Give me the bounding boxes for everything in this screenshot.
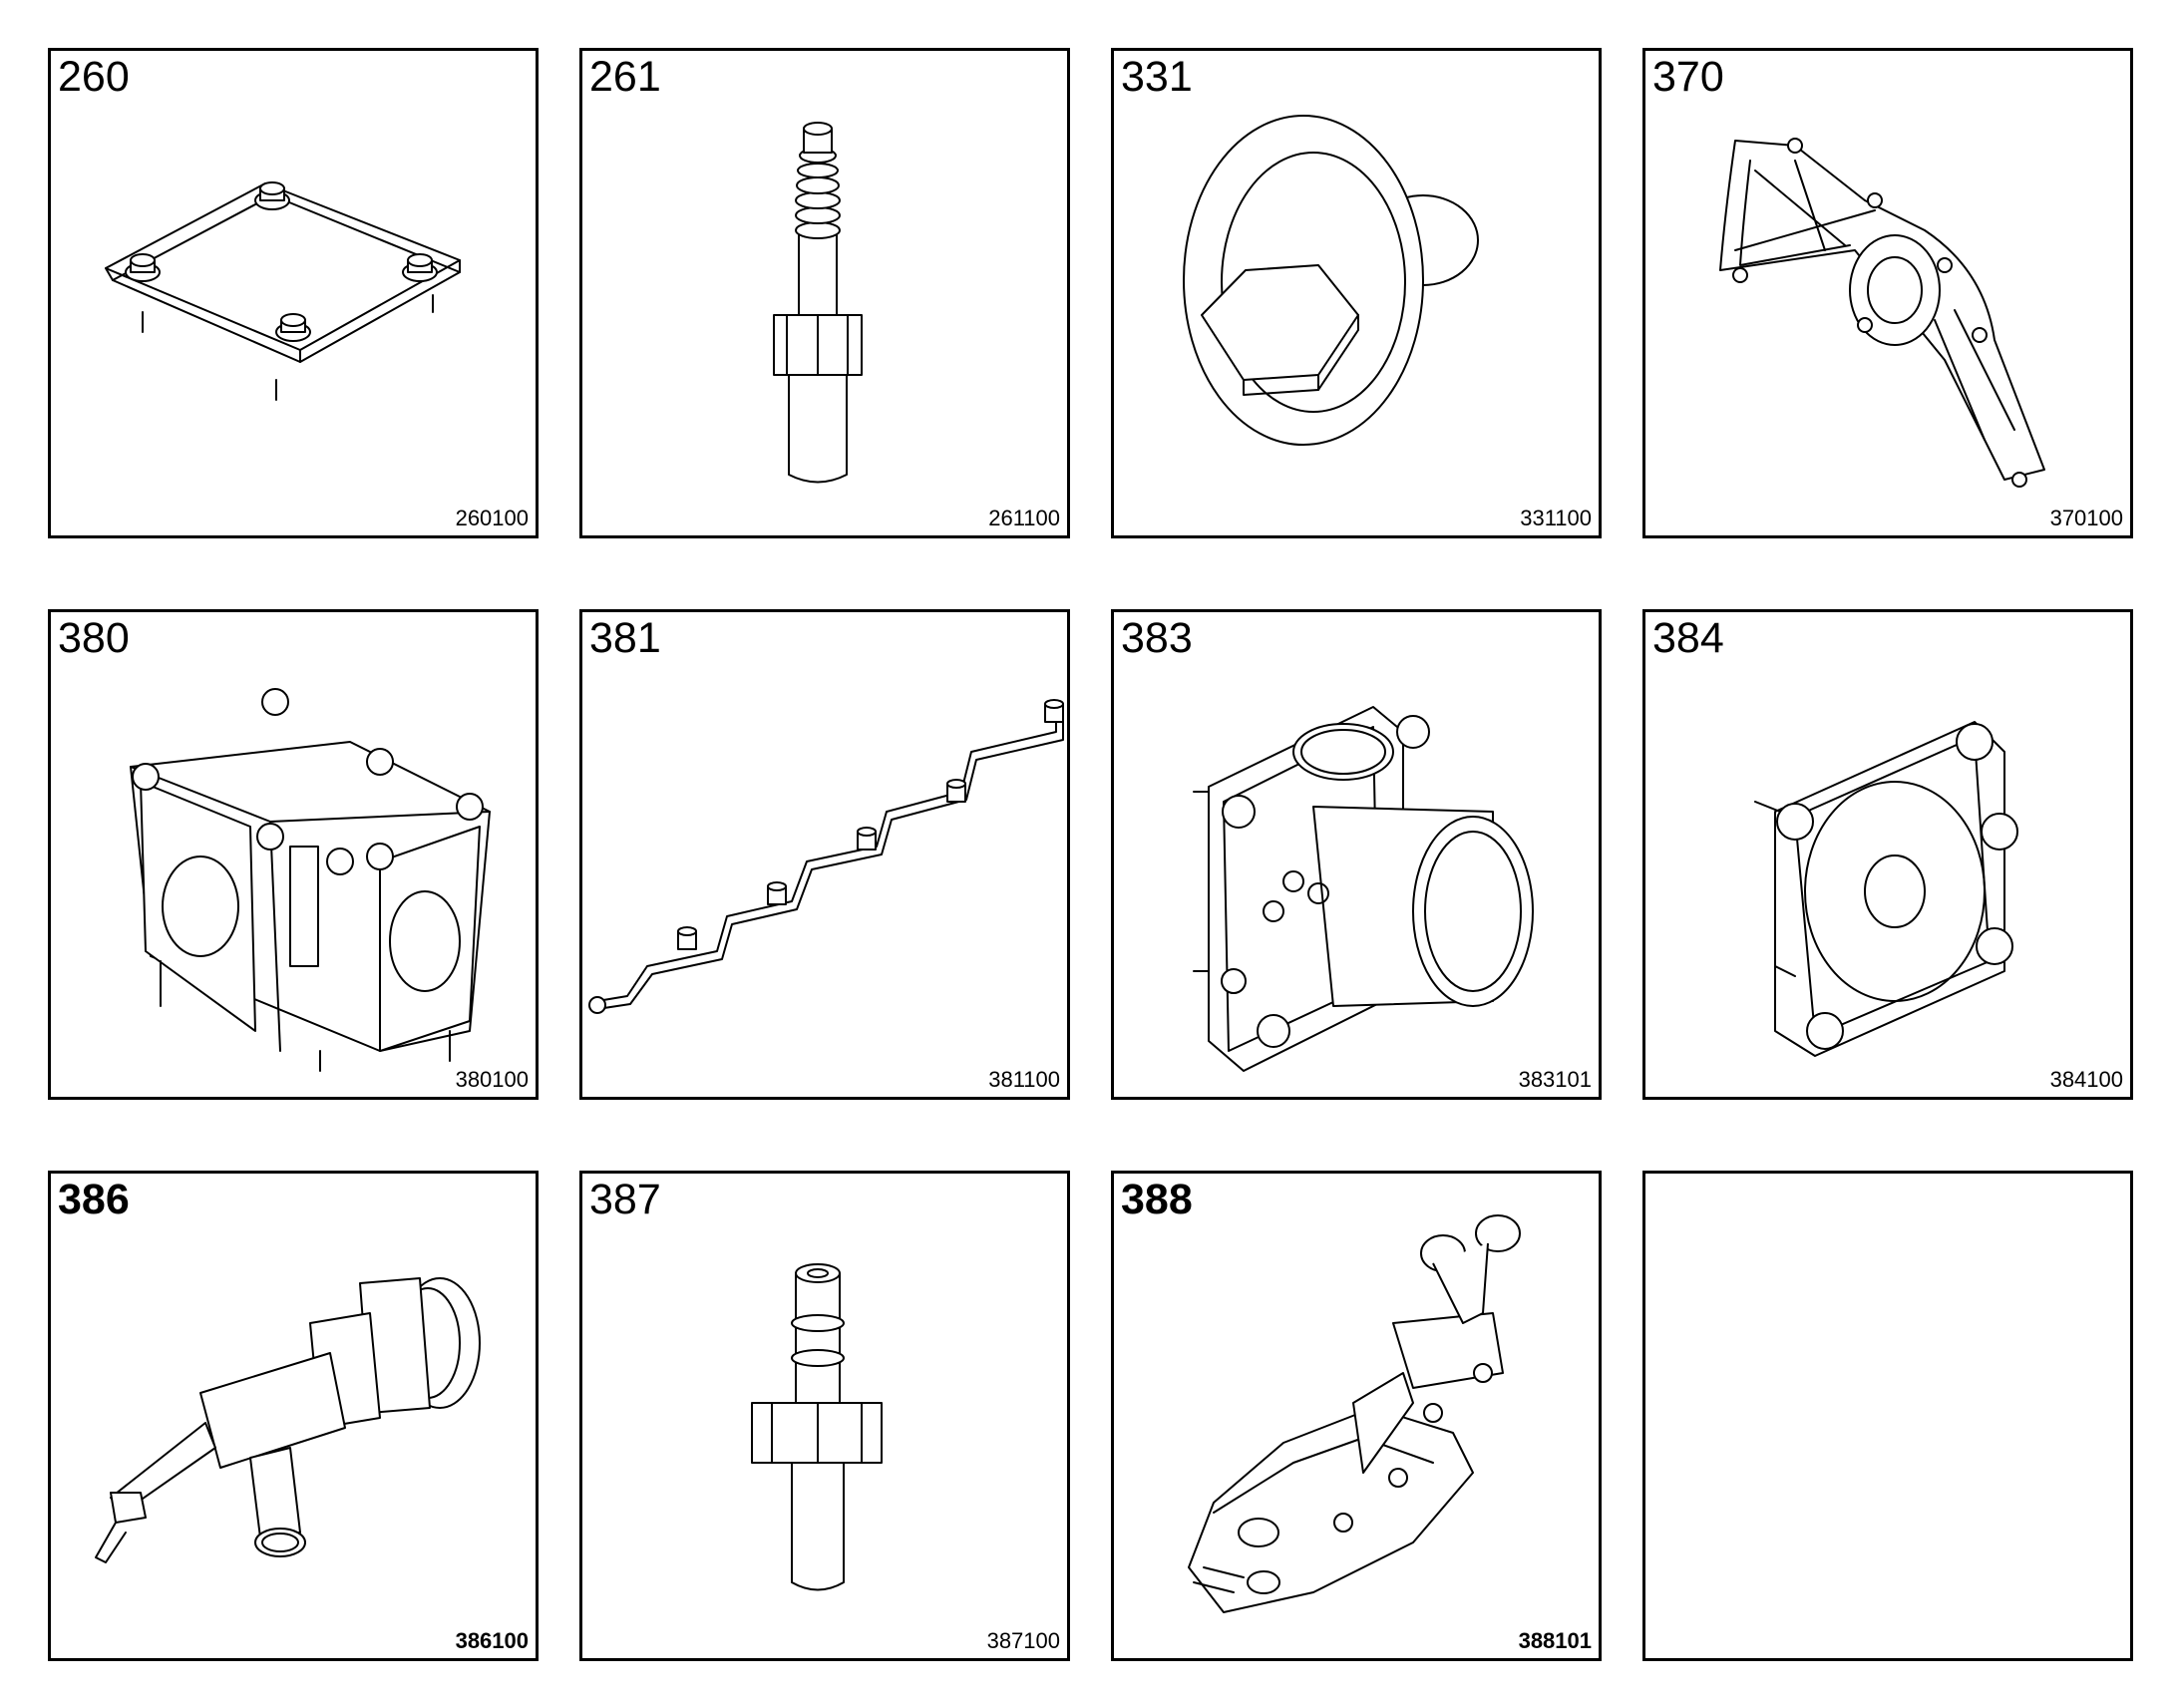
drawing-code: 261100	[988, 506, 1060, 530]
manifold-assembly-icon	[1188, 1214, 1521, 1613]
part-number: 384	[1652, 614, 1724, 662]
part-number: 388	[1121, 1176, 1193, 1223]
part-number: 383	[1121, 614, 1193, 662]
drawing-code: 388101	[1518, 1628, 1592, 1653]
drawing-code: 380100	[455, 1067, 529, 1092]
fuel-rail-icon	[588, 699, 1064, 1014]
part-tile-388[interactable]: 388 388101	[1111, 1171, 1602, 1661]
throttle-body-icon	[130, 688, 491, 1072]
part-tile-331[interactable]: 331 331100	[1111, 48, 1602, 538]
part-number: 381	[589, 614, 661, 662]
cover-plate-icon	[105, 181, 461, 401]
part-tile-384[interactable]: 384 384100	[1642, 609, 2133, 1100]
gasket-cover-icon	[1719, 138, 2045, 488]
part-number: 387	[589, 1176, 661, 1223]
part-number: 380	[58, 614, 130, 662]
drawing-code: 384100	[2049, 1067, 2123, 1092]
part-tile-260[interactable]: 260 260100	[48, 48, 539, 538]
drawing-code: 370100	[2049, 506, 2123, 530]
drawing-code: 383101	[1518, 1067, 1592, 1092]
drain-valve-icon	[95, 1277, 481, 1563]
part-number: 331	[1121, 53, 1193, 101]
connector-nipple-icon	[751, 1263, 883, 1591]
part-tile-381[interactable]: 381 381100	[579, 609, 1070, 1100]
part-number: 260	[58, 53, 130, 101]
intake-valve-housing-icon	[1193, 706, 1534, 1072]
plug-flange-icon	[1183, 115, 1479, 446]
drawing-code: 386100	[455, 1628, 529, 1653]
drawing-code: 331100	[1520, 506, 1592, 530]
drawing-code: 381100	[988, 1067, 1060, 1092]
drawing-code: 260100	[455, 506, 529, 530]
part-number: 261	[589, 53, 661, 101]
part-tile-387[interactable]: 387 387100	[579, 1171, 1070, 1661]
part-tile-380[interactable]: 380 380100	[48, 609, 539, 1100]
part-tile-261[interactable]: 261 261100	[579, 48, 1070, 538]
flange-plate-icon	[1754, 721, 2018, 1057]
part-tile-383[interactable]: 383 383101	[1111, 609, 1602, 1100]
drawing-code: 387100	[986, 1628, 1060, 1653]
part-tile-370[interactable]: 370 370100	[1642, 48, 2133, 538]
part-number: 386	[58, 1176, 130, 1223]
part-tile-386[interactable]: 386 386100	[48, 1171, 539, 1661]
part-number: 370	[1652, 53, 1724, 101]
hose-fitting-icon	[773, 122, 863, 484]
empty-tile	[1642, 1171, 2133, 1661]
